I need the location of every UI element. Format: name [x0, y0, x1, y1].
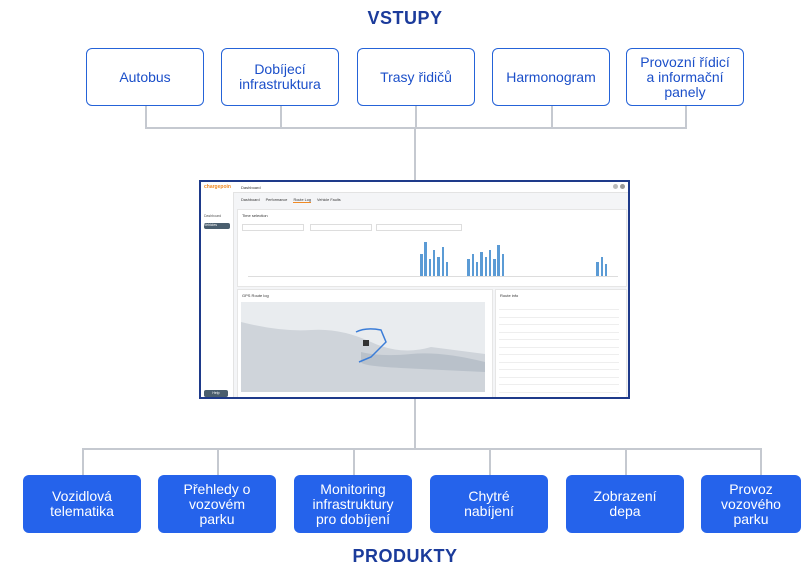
- product-box-fleet-operations: Provoz vozového parku: [701, 475, 801, 533]
- connector-line: [414, 128, 416, 180]
- route-info-title: Route info: [500, 293, 519, 298]
- connector-line: [414, 399, 416, 449]
- route-info-row: [499, 302, 619, 310]
- input-box-control-panels: Provozní řídicí a informační panely: [626, 48, 744, 106]
- sidebar-item-vehicles: Vehicles: [204, 223, 230, 229]
- dashboard-topbar: chargepoin Dashboard: [201, 182, 628, 193]
- route-info-row: [499, 340, 619, 348]
- activity-bar: [488, 249, 492, 276]
- map-drawing: [241, 322, 485, 392]
- connector-line: [82, 448, 84, 475]
- route-map: [241, 302, 485, 392]
- activity-bar: [475, 261, 479, 276]
- connector-line: [217, 448, 219, 475]
- input-box-driver-routes: Trasy řidičů: [357, 48, 475, 106]
- activity-bar: [471, 254, 475, 276]
- products-title: PRODUKTY: [352, 546, 458, 566]
- route-info-row: [499, 325, 619, 333]
- connector-line: [685, 106, 687, 128]
- activity-bar: [484, 256, 487, 276]
- route-info-row: [499, 317, 619, 325]
- input-box-timetable: Harmonogram: [492, 48, 610, 106]
- tab-vehicle-faults: Vehicle Faults: [317, 198, 341, 202]
- activity-bar: [501, 254, 505, 276]
- tab-route-log: Route Log: [293, 198, 311, 203]
- route-info-row: [499, 310, 619, 318]
- period-selector: [376, 224, 462, 231]
- route-info-row: [499, 362, 619, 370]
- activity-bar: [437, 256, 440, 276]
- route-info-row: [499, 377, 619, 385]
- activity-bar: [604, 264, 608, 276]
- gps-route-log-panel: GPS Route log: [237, 289, 493, 397]
- sidebar-item-dashboard: Dashboard: [204, 214, 222, 218]
- route-info-row: [499, 347, 619, 355]
- connector-line: [82, 448, 762, 450]
- connector-line: [551, 106, 553, 128]
- activity-bar: [596, 261, 599, 276]
- activity-bar: [600, 256, 604, 276]
- inputs-title: VSTUPY: [367, 8, 443, 28]
- activity-bar: [445, 261, 449, 276]
- connector-line: [145, 106, 147, 128]
- help-button: Help: [204, 390, 228, 397]
- tab-performance: Performance: [265, 198, 288, 202]
- product-box-charging-monitoring: Monitoring infrastruktury pro dobíjení: [294, 475, 412, 533]
- dashboard-sidebar: Dashboard Vehicles Help: [201, 192, 234, 397]
- product-box-fleet-overview: Přehledy o vozovém parku: [158, 475, 276, 533]
- connector-line: [353, 448, 355, 475]
- product-box-depot-view: Zobrazení depa: [566, 475, 684, 533]
- time-selection-panel: Time selection: [237, 209, 627, 287]
- activity-bar: [493, 259, 496, 276]
- activity-bar: [467, 259, 470, 276]
- product-box-smart-charging: Chytré nabíjení: [430, 475, 548, 533]
- gps-route-log-title: GPS Route log: [242, 293, 269, 298]
- dashboard-screenshot: chargepoin Dashboard Dashboard Vehicles …: [199, 180, 630, 399]
- settings-icon: [613, 184, 618, 189]
- dashboard-app-title: Dashboard: [241, 184, 261, 190]
- input-box-charging-infrastructure: Dobíjecí infrastruktura: [221, 48, 339, 106]
- activity-bar: [428, 259, 432, 276]
- connector-line: [760, 448, 762, 475]
- chargepoint-logo: chargepoin: [204, 184, 231, 190]
- activity-bar: [480, 252, 483, 276]
- connector-line: [489, 448, 491, 475]
- dashboard-tabs: Dashboard Performance Route Log Vehicle …: [241, 198, 346, 203]
- time-selection-title: Time selection: [242, 213, 268, 218]
- activity-bar: [424, 242, 427, 276]
- tab-dashboard: Dashboard: [241, 198, 260, 202]
- activity-bar: [432, 249, 436, 276]
- input-box-autobus: Autobus: [86, 48, 204, 106]
- connector-line: [625, 448, 627, 475]
- route-info-row: [499, 332, 619, 340]
- route-info-panel: Route info: [495, 289, 627, 397]
- from-date-field: [242, 224, 304, 231]
- connector-line: [145, 127, 687, 129]
- activity-bar: [420, 254, 423, 276]
- avatar-icon: [620, 184, 625, 189]
- connector-line: [280, 106, 282, 128]
- activity-bar: [497, 244, 500, 276]
- route-info-row: [499, 385, 619, 393]
- to-date-field: [310, 224, 372, 231]
- connector-line: [415, 106, 417, 128]
- activity-bar: [441, 247, 444, 276]
- route-info-row: [499, 370, 619, 378]
- route-info-row: [499, 355, 619, 363]
- route-activity-chart: [248, 236, 618, 277]
- product-box-vehicle-telematics: Vozidlová telematika: [23, 475, 141, 533]
